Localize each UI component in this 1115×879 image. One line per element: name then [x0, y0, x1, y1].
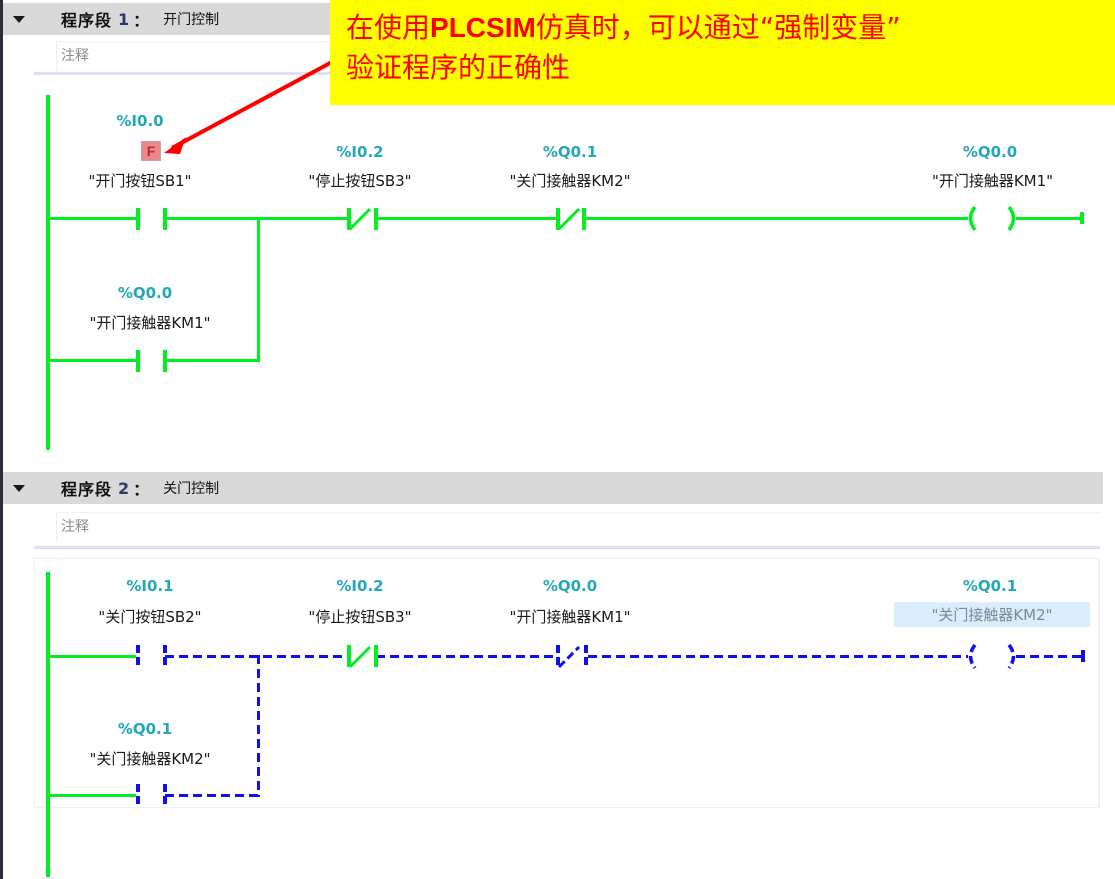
annotation-callout: 在使用PLCSIM仿真时，可以通过“强制变量” 验证程序的正确性: [330, 0, 1115, 105]
contact-symbol[interactable]: "开门接触器KM1": [89, 314, 211, 332]
contact-symbol[interactable]: "停止按钮SB3": [308, 172, 412, 190]
contact-symbol[interactable]: "关门按钮SB2": [98, 608, 202, 626]
wire: [584, 217, 968, 220]
contact-address: %I0.2: [336, 143, 384, 161]
wire: [376, 217, 556, 220]
left-power-rail: [46, 572, 50, 877]
contact-symbol[interactable]: "关门接触器KM2": [89, 750, 211, 768]
contact-symbol[interactable]: "停止按钮SB3": [308, 608, 412, 626]
wire: [48, 359, 136, 362]
nc-contact-icon[interactable]: [556, 208, 560, 230]
wire: [1016, 217, 1080, 220]
network-number: 1: [118, 9, 130, 29]
nc-contact-icon[interactable]: [347, 645, 351, 667]
no-contact-icon[interactable]: [136, 784, 140, 806]
coil-icon: [968, 205, 977, 232]
coil-address: %Q0.1: [962, 577, 1018, 595]
nc-contact-icon[interactable]: [374, 208, 378, 230]
wire-dashed: [376, 655, 554, 658]
contact-symbol[interactable]: "开门接触器KM1": [509, 608, 631, 626]
coil-symbol-selected[interactable]: "关门接触器KM2": [894, 602, 1090, 627]
contact-address: %Q0.1: [117, 720, 173, 738]
network-2-header[interactable]: 程序段 2 ： 关门控制: [3, 472, 1103, 504]
branch-wire-dashed: [257, 655, 260, 797]
no-contact-icon[interactable]: [163, 645, 167, 667]
branch-wire: [257, 217, 260, 362]
contact-symbol[interactable]: "开门按钮SB1": [88, 172, 192, 190]
network-title[interactable]: 开门控制: [163, 12, 220, 28]
left-power-rail: [46, 95, 50, 450]
no-contact-icon[interactable]: [136, 350, 140, 372]
wire: [48, 217, 136, 220]
no-contact-icon[interactable]: [163, 208, 167, 230]
nc-slash-icon: [348, 207, 372, 231]
nc-contact-icon[interactable]: [556, 645, 560, 667]
network-label: 程序段: [61, 11, 113, 30]
editor-left-border: [0, 0, 3, 879]
wire: [164, 359, 260, 362]
contact-address: %Q0.0: [542, 577, 598, 595]
collapse-triangle-icon[interactable]: [13, 15, 25, 23]
nc-contact-icon[interactable]: [582, 208, 586, 230]
nc-contact-icon[interactable]: [374, 645, 378, 667]
no-contact-icon[interactable]: [163, 350, 167, 372]
nc-slash-icon: [557, 207, 581, 231]
network-number: 2: [118, 478, 130, 498]
callout-line-2: 验证程序的正确性: [346, 51, 571, 84]
nc-contact-icon[interactable]: [347, 208, 351, 230]
coil-address: %Q0.0: [962, 143, 1018, 161]
contact-address: %I0.2: [336, 577, 384, 595]
force-icon: F: [141, 141, 161, 161]
callout-line-1: 在使用PLCSIM仿真时，可以通过“强制变量”: [346, 11, 901, 44]
wire-dashed: [588, 655, 968, 658]
contact-address: %I0.1: [126, 577, 174, 595]
contact-address: %Q0.0: [117, 284, 173, 302]
wire-dashed: [165, 655, 347, 658]
network-title[interactable]: 关门控制: [163, 481, 220, 497]
right-rail-stub: [1081, 650, 1085, 662]
right-rail-stub: [1080, 212, 1084, 224]
coil-symbol[interactable]: "开门接触器KM1": [931, 172, 1054, 190]
wire-dashed: [1016, 655, 1082, 658]
network-colon: ：: [133, 480, 150, 499]
no-contact-icon[interactable]: [136, 208, 140, 230]
wire: [48, 794, 136, 797]
coil-icon: [1007, 205, 1016, 232]
comment-divider: [34, 546, 1100, 549]
network-2-comment[interactable]: 注释: [56, 512, 1100, 542]
contact-address: %Q0.1: [542, 143, 598, 161]
no-contact-icon[interactable]: [163, 784, 167, 806]
no-contact-icon[interactable]: [136, 645, 140, 667]
network-label: 程序段: [61, 480, 113, 499]
network-2-frame: [34, 558, 1100, 808]
wire: [48, 655, 136, 658]
collapse-triangle-icon[interactable]: [13, 484, 25, 492]
contact-symbol[interactable]: "关门接触器KM2": [509, 172, 631, 190]
network-colon: ：: [133, 11, 150, 30]
contact-address: %I0.0: [116, 112, 164, 130]
wire-dashed: [165, 794, 260, 797]
nc-contact-icon[interactable]: [584, 645, 588, 667]
wire: [164, 217, 347, 220]
